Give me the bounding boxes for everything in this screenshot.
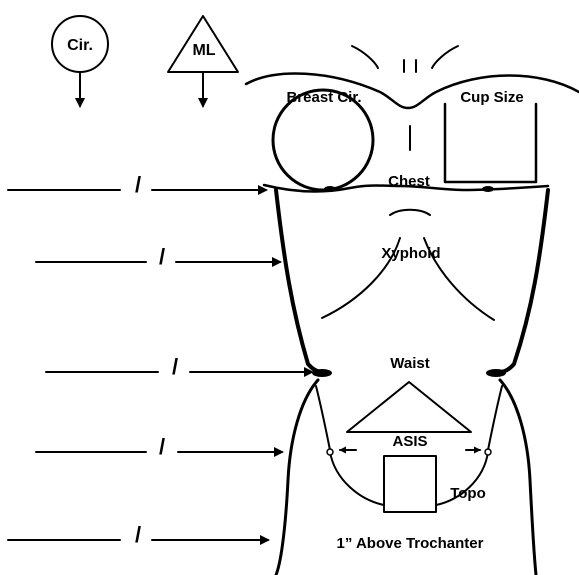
breast-circumference-circle (271, 88, 375, 192)
shoulder-line (244, 72, 579, 110)
torso-outline (244, 45, 579, 575)
circumference-legend: Cir. (51, 15, 109, 108)
trochanter-label: 1” Above Trochanter (337, 535, 484, 552)
medial-lateral-legend: ML (167, 15, 239, 108)
waist-label: Waist (390, 355, 429, 372)
topo-box (383, 455, 437, 513)
waist-triangle (346, 381, 472, 433)
row-separator: / (135, 522, 141, 547)
row-separator: / (135, 172, 141, 197)
right-hip-outline (498, 378, 538, 575)
chest-label: Chest (388, 173, 430, 190)
circumference-label: Cir. (67, 37, 93, 54)
neck-right-line (431, 45, 459, 69)
row-separator: / (159, 244, 165, 269)
breast-circumference-label: Breast Cir. (286, 89, 361, 106)
right-asis-point (484, 448, 492, 456)
right-torso-side (496, 188, 550, 374)
cup-size-box (443, 102, 538, 184)
xyphoid-label: Xyphoid (381, 245, 440, 262)
right-inner-hip-line (487, 385, 503, 451)
rib-left-curve (321, 237, 401, 319)
right-nipple-mark (482, 186, 494, 192)
left-waist-mark (312, 369, 332, 377)
left-inner-hip-line (315, 385, 331, 451)
cup-size-label: Cup Size (460, 89, 523, 106)
left-hip-outline (274, 378, 320, 575)
rib-right-curve (423, 237, 495, 321)
lower-abdomen-curve (329, 451, 489, 506)
xyphoid-top-curve (389, 208, 431, 216)
measurement-row-waist: / (45, 354, 314, 379)
topo-label: Topo (450, 485, 486, 502)
measurement-row-trochanter: / (7, 522, 270, 547)
measurement-row-asis: / (35, 434, 284, 459)
asis-label: ASIS (392, 433, 427, 450)
row-separator: / (172, 354, 178, 379)
medial-lateral-label: ML (192, 42, 215, 59)
neck-left-line (351, 45, 379, 69)
left-asis-point (326, 448, 334, 456)
measurement-row-chest: / (7, 172, 268, 197)
row-separator: / (159, 434, 165, 459)
measurement-row-xyphoid: / (35, 244, 282, 269)
left-torso-side (274, 188, 324, 374)
right-waist-mark (486, 369, 506, 377)
left-nipple-mark (324, 186, 336, 192)
